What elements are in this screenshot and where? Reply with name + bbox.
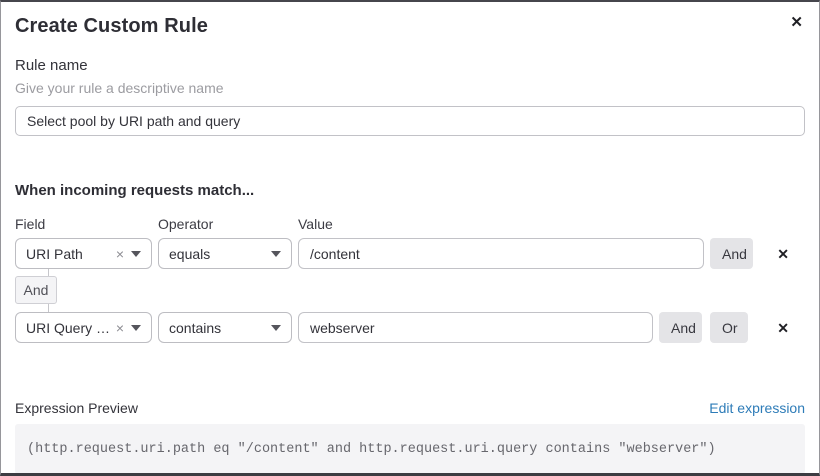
rule-name-hint: Give your rule a descriptive name <box>15 80 224 96</box>
field-column-label: Field <box>15 216 46 232</box>
operator-select-2[interactable]: contains <box>158 312 292 343</box>
and-button-row-1[interactable]: And <box>710 238 753 269</box>
value-column-label: Value <box>298 216 333 232</box>
expression-preview-box: (http.request.uri.path eq "/content" and… <box>15 424 805 473</box>
field-select-1-value: URI Path <box>26 245 83 262</box>
builder-column-headers: Field Operator Value <box>15 216 805 232</box>
match-heading: When incoming requests match... <box>15 182 255 199</box>
operator-select-1-value: equals <box>169 245 211 262</box>
field-select-2[interactable]: URI Query St... × <box>15 312 152 343</box>
and-button-row-2[interactable]: And <box>659 312 702 343</box>
operator-select-2-value: contains <box>169 319 222 336</box>
chevron-down-icon <box>131 324 141 331</box>
connector-line-top <box>48 269 49 276</box>
expression-preview-label: Expression Preview <box>15 400 138 416</box>
field-select-2-value: URI Query St... <box>26 319 112 336</box>
value-input-2[interactable] <box>298 312 653 343</box>
operator-column-label: Operator <box>158 216 214 232</box>
remove-row-2-icon[interactable]: ✕ <box>777 319 789 336</box>
or-button-row-2[interactable]: Or <box>710 312 748 343</box>
condition-row-1: URI Path × equals And ✕ <box>15 238 805 269</box>
remove-row-1-icon[interactable]: ✕ <box>777 245 789 262</box>
dialog-header: Create Custom Rule ✕ <box>15 14 805 38</box>
chevron-down-icon <box>271 250 281 257</box>
field-select-1[interactable]: URI Path × <box>15 238 152 269</box>
edit-expression-link[interactable]: Edit expression <box>709 400 805 416</box>
dialog-title: Create Custom Rule <box>15 15 208 37</box>
operator-select-1[interactable]: equals <box>158 238 292 269</box>
connector-line-bottom <box>48 304 49 312</box>
clear-icon[interactable]: × <box>115 245 124 262</box>
chevron-down-icon <box>271 324 281 331</box>
close-icon[interactable]: ✕ <box>790 14 803 31</box>
connector-and-badge: And <box>15 276 57 304</box>
value-input-1[interactable] <box>298 238 704 269</box>
expression-code: (http.request.uri.path eq "/content" and… <box>27 441 716 457</box>
expression-preview-header: Expression Preview Edit expression <box>15 400 805 416</box>
rule-name-label: Rule name <box>15 57 88 74</box>
clear-icon[interactable]: × <box>115 319 124 336</box>
rule-name-input[interactable] <box>15 106 805 136</box>
chevron-down-icon <box>131 250 141 257</box>
and-connector: And <box>15 269 85 312</box>
condition-row-2: URI Query St... × contains And Or ✕ <box>15 312 805 343</box>
